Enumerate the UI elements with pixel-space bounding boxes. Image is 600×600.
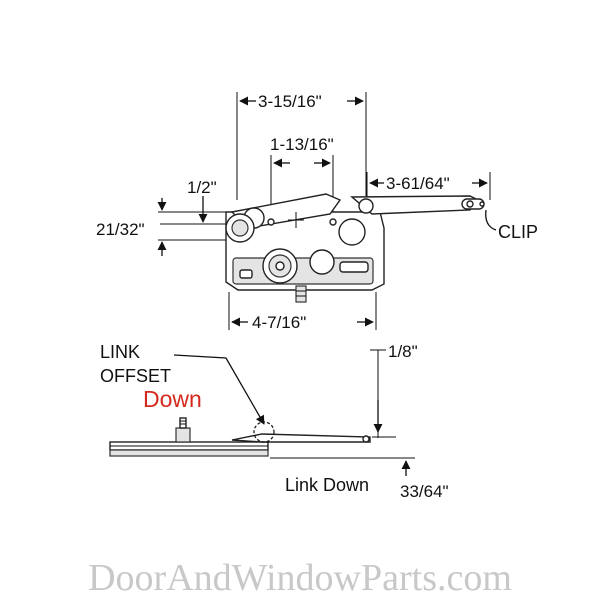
dimension-base: 4-7/16" xyxy=(228,292,377,332)
dimension-top-span-label: 3-15/16" xyxy=(258,92,322,111)
dimension-pivot-span-label: 1-13/16" xyxy=(270,135,334,154)
clip-callout: CLIP xyxy=(485,209,538,242)
dimension-half: 1/2" xyxy=(160,178,235,225)
operator-side-view xyxy=(109,417,371,457)
clip-label: CLIP xyxy=(498,222,538,242)
dimension-link-drop: 33/64" xyxy=(270,457,449,501)
watermark-text: DoorAndWindowParts.com xyxy=(88,557,512,599)
dimension-half-label: 1/2" xyxy=(187,178,217,197)
link-offset-callout: LINK OFFSET Down xyxy=(100,342,265,425)
offset-label: OFFSET xyxy=(100,366,171,386)
dimension-link-rise-label: 1/8" xyxy=(388,342,418,361)
dimension-top-span: 3-15/16" xyxy=(236,92,367,200)
dimension-link-drop-label: 33/64" xyxy=(400,482,449,501)
operator-top-view xyxy=(225,193,485,303)
link-down-label: Link Down xyxy=(285,475,369,495)
dimension-link-rise: 1/8" xyxy=(370,342,418,438)
dimension-arm-span-label: 3-61/64" xyxy=(386,174,450,193)
offset-down-label: Down xyxy=(143,386,202,412)
dimension-side-label: 21/32" xyxy=(96,220,145,239)
dimension-base-label: 4-7/16" xyxy=(252,313,306,332)
dimension-arm-span: 3-61/64" xyxy=(366,172,491,215)
link-label: LINK xyxy=(100,342,140,362)
dimension-side: 21/32" xyxy=(96,198,235,256)
